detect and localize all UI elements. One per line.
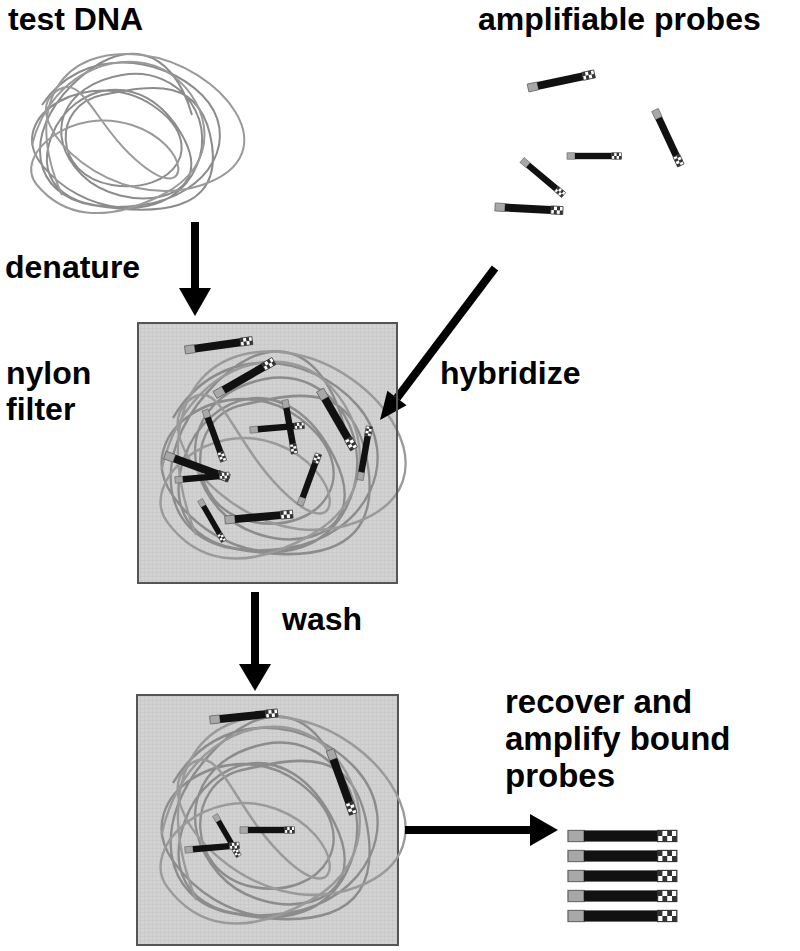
- step-label: wash: [282, 602, 362, 638]
- filter-label: nylon filter: [6, 356, 131, 428]
- step-label: hybridize: [440, 356, 580, 392]
- sample-label: test DNA: [8, 2, 143, 38]
- probe-label: amplifiable probes: [478, 2, 761, 38]
- step-label: denature: [5, 250, 140, 286]
- step-label: recover and amplify bound probes: [505, 684, 737, 795]
- filter-box: nylon filter: [137, 322, 398, 584]
